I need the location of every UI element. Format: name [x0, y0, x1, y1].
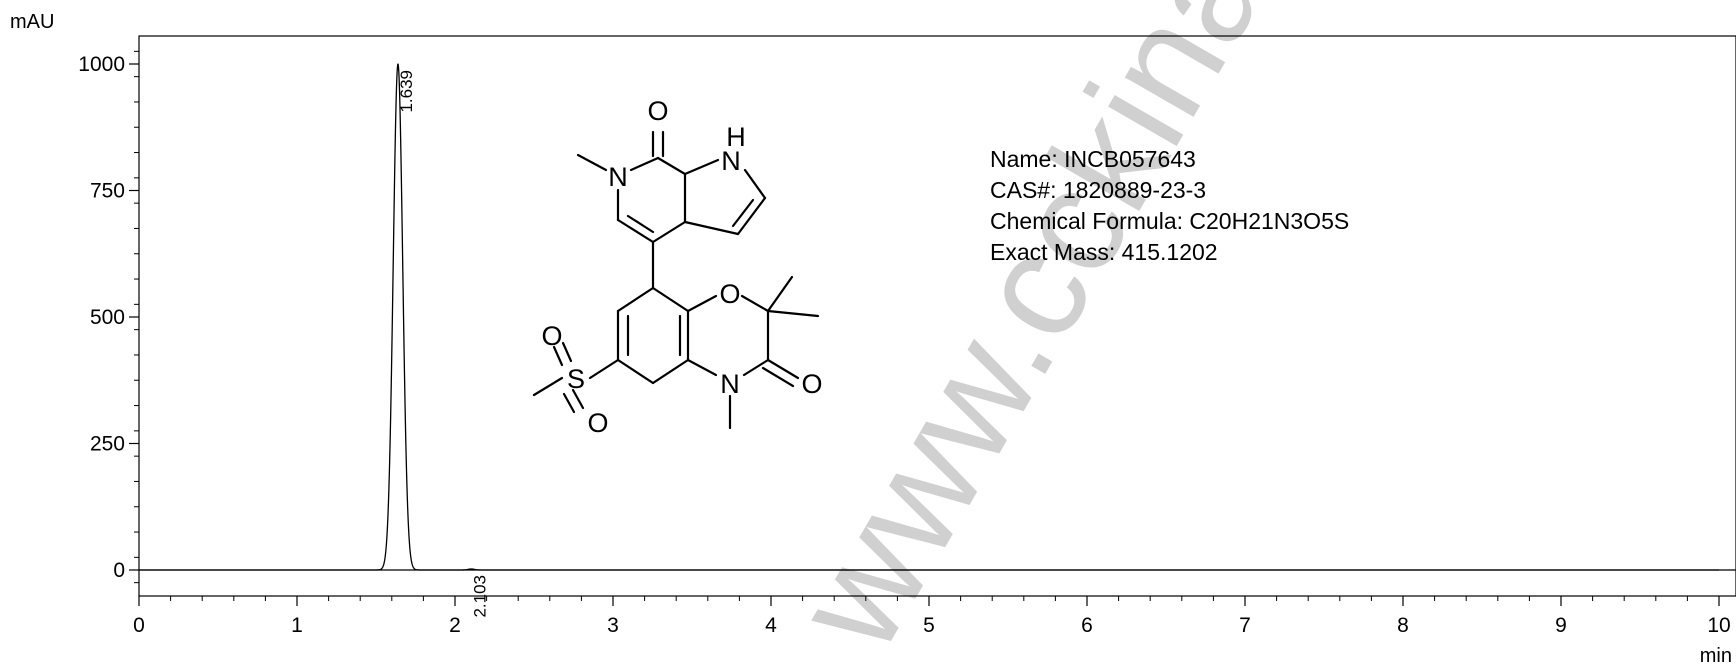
- y-tick-label: 0: [113, 559, 125, 582]
- atom-label: N: [721, 146, 741, 176]
- atom-label: N: [720, 369, 740, 399]
- x-tick-label: 6: [1081, 614, 1093, 637]
- compound-name: Name: INCB057643: [990, 146, 1196, 172]
- structure-bonds: [532, 130, 820, 430]
- atom-label: N: [608, 162, 628, 192]
- peak-label: 1.639: [397, 70, 416, 113]
- x-axis-unit: min: [1700, 645, 1732, 666]
- x-tick-label: 5: [923, 614, 935, 637]
- atom-label: O: [647, 96, 668, 126]
- compound-mass: Exact Mass: 415.1202: [990, 239, 1218, 265]
- x-tick-label: 4: [765, 614, 777, 637]
- atom-label: H: [726, 122, 746, 152]
- atom-label: O: [587, 408, 608, 438]
- x-tick-label: 1: [291, 614, 303, 637]
- atom-label: O: [801, 369, 822, 399]
- x-tick-label: 9: [1555, 614, 1567, 637]
- x-tick-label: 8: [1397, 614, 1409, 637]
- watermark: www.cckinase.com: [762, 0, 1542, 666]
- compound-cas: CAS#: 1820889-23-3: [990, 177, 1206, 203]
- x-tick-label: 2: [449, 614, 461, 637]
- atom-label: O: [719, 279, 740, 309]
- compound-info: Name: INCB057643 CAS#: 1820889-23-3 Chem…: [990, 146, 1349, 265]
- y-tick-label: 250: [90, 433, 125, 456]
- atom-label: S: [567, 364, 585, 394]
- plot-frame: [138, 35, 1736, 597]
- chemical-structure: O H N N O S O O N O: [532, 96, 823, 438]
- y-tick-label: 500: [90, 306, 125, 329]
- x-tick-label: 0: [133, 614, 145, 637]
- y-tick-label: 1000: [78, 53, 125, 76]
- x-tick-label: 10: [1707, 614, 1730, 637]
- peak-label: 2.103: [470, 575, 489, 618]
- chromatogram-trace: [139, 63, 1719, 571]
- x-axis: 0 1 2 3 4 5 6 7 8 9 10: [133, 596, 1731, 637]
- atom-label: O: [541, 321, 562, 351]
- y-axis-unit: mAU: [10, 11, 54, 33]
- x-tick-label: 3: [607, 614, 619, 637]
- y-axis: 0 250 500 750 1000: [78, 50, 139, 584]
- y-tick-label: 750: [90, 180, 125, 203]
- compound-formula: Chemical Formula: C20H21N3O5S: [990, 208, 1349, 234]
- x-tick-label: 7: [1239, 614, 1251, 637]
